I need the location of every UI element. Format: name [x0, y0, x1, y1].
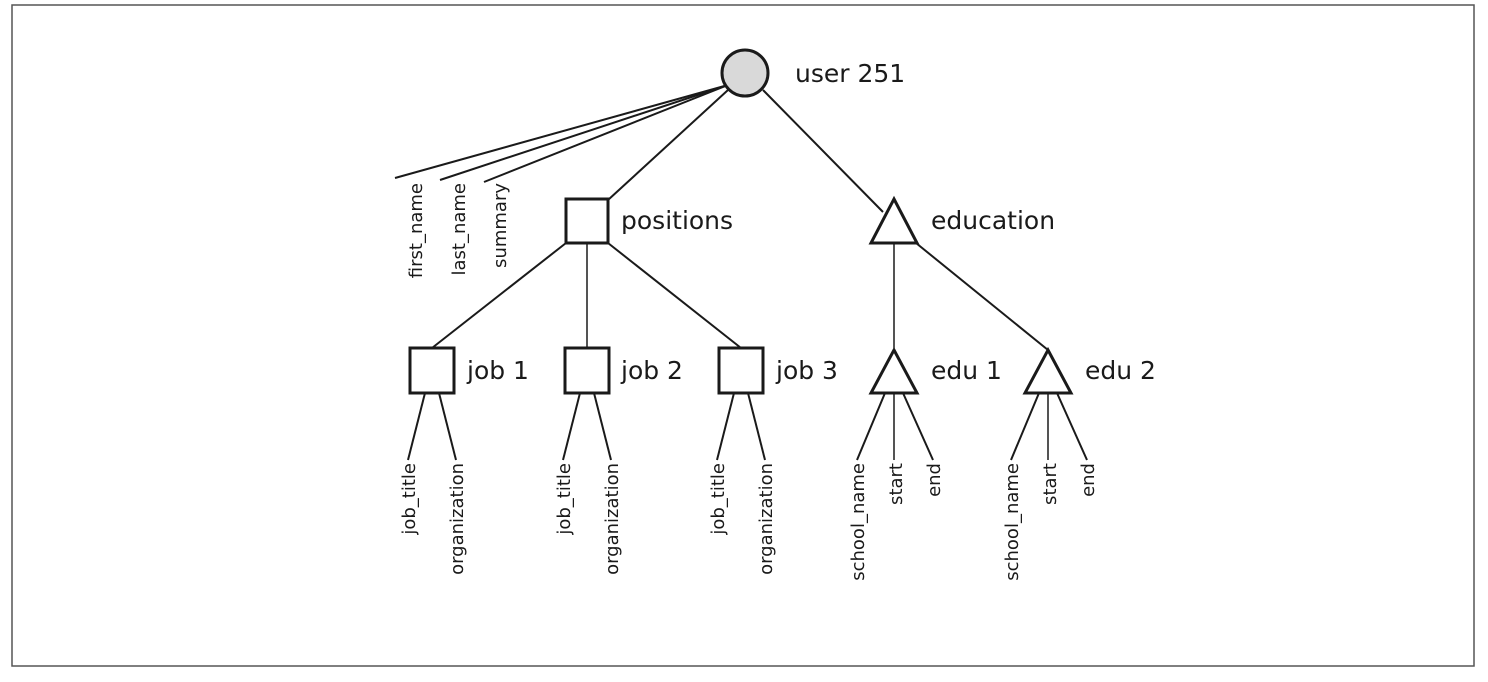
edge-root-last-name	[439, 84, 729, 181]
edge-job2-organization	[593, 392, 612, 461]
job3-node	[717, 346, 765, 395]
job1-field-organization: organization	[447, 463, 468, 575]
edge-job3-organization	[747, 392, 766, 461]
edu2-field-school-name: school_name	[1002, 463, 1023, 581]
job1-node	[408, 346, 456, 395]
edge-edu2-school-name	[1010, 392, 1040, 461]
edge-education-edu2	[915, 242, 1049, 351]
education-label: education	[931, 206, 1055, 235]
edge-root-education	[762, 89, 884, 213]
edu2-field-end: end	[1078, 463, 1099, 497]
edge-root-first-name	[394, 84, 729, 179]
edu2-field-start: start	[1040, 463, 1061, 505]
edu1-field-school-name: school_name	[848, 463, 869, 581]
job2-field-organization: organization	[602, 463, 623, 575]
field-first-name: first_name	[406, 183, 427, 278]
job2-label: job 2	[620, 356, 683, 385]
edge-job2-job-title	[562, 392, 581, 461]
field-last-name: last_name	[449, 183, 470, 276]
edu1-field-start: start	[886, 463, 907, 505]
edge-edu1-school-name	[856, 392, 886, 461]
positions-label: positions	[621, 206, 733, 235]
edge-job1-organization	[438, 392, 457, 461]
edge-root-positions	[607, 89, 729, 201]
job3-field-organization: organization	[756, 463, 777, 575]
edge-root-summary	[483, 84, 729, 183]
job2-node	[563, 346, 611, 395]
edu2-label: edu 2	[1085, 356, 1156, 385]
job3-label: job 3	[775, 356, 838, 385]
positions-node	[564, 197, 610, 245]
field-summary: summary	[490, 183, 511, 268]
job1-label: job 1	[466, 356, 529, 385]
edu2-node	[1022, 346, 1074, 395]
education-node	[868, 195, 920, 245]
job3-field-job-title: job_title	[708, 463, 729, 536]
root-node	[720, 48, 770, 98]
edge-job1-job-title	[407, 392, 426, 461]
job1-field-job-title: job_title	[399, 463, 420, 536]
edge-edu2-end	[1056, 392, 1088, 461]
edge-positions-job1	[431, 242, 567, 349]
edge-positions-job3	[607, 242, 742, 349]
outer-border	[11, 4, 1475, 667]
edge-job3-job-title	[716, 392, 735, 461]
edge-edu1-end	[902, 392, 934, 461]
edu1-field-end: end	[924, 463, 945, 497]
job2-field-job-title: job_title	[554, 463, 575, 536]
edu1-node	[868, 346, 920, 395]
edu1-label: edu 1	[931, 356, 1002, 385]
root-label: user 251	[795, 59, 905, 88]
